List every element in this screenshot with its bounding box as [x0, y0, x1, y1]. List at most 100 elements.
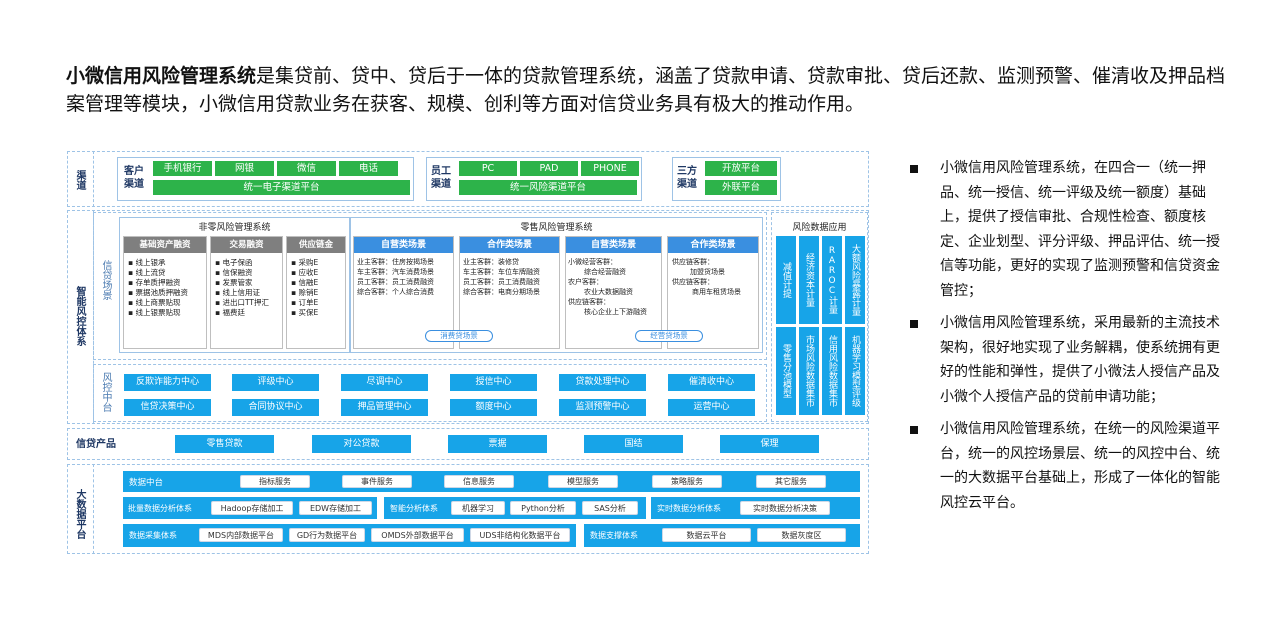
bigdata-label: 大数据平台 [74, 489, 85, 539]
list-item: 业主客群：装修贷 [463, 258, 519, 266]
data-app-item[interactable]: 机器学习模型评级 [845, 327, 865, 415]
bullet-square-icon [910, 165, 918, 173]
control-item[interactable]: 监测预警中心 [559, 399, 646, 416]
list-item: 综合经营融资 [584, 268, 626, 276]
data-service-item[interactable]: 信息服务 [444, 475, 514, 488]
channel-mobile-bank[interactable]: 手机银行 [153, 161, 212, 176]
smart-analysis-item[interactable]: SAS分析 [582, 501, 638, 515]
product-item[interactable]: 票据 [448, 435, 547, 453]
business-loan-tag: 经营贷场景 [635, 330, 703, 342]
divider [93, 151, 94, 207]
control-area [93, 364, 767, 422]
channel-wechat[interactable]: 微信 [277, 161, 336, 176]
list-item: 农户客群： [568, 278, 603, 286]
list-item: ▪ 发票管家 [215, 278, 253, 287]
headline-rest: 是集贷前、贷中、贷后于一体的贷款管理系统，涵盖了贷款申请、贷款审批、贷后还款、监… [66, 65, 1226, 115]
data-app-title: 风险数据应用 [792, 223, 847, 233]
list-item: ▪ 线上银承 [128, 258, 166, 267]
smart-analysis-item[interactable]: 机器学习 [451, 501, 505, 515]
list-item: 综合客群：电商分期场景 [463, 288, 540, 296]
control-item[interactable]: 催清收中心 [668, 374, 755, 391]
data-app-item[interactable]: 大额风险暴露计量 [845, 236, 865, 324]
retail-col-items: 业主客群：住房按揭场景 车主客群：汽车消费场景 员工客群：员工消费融资 综合客群… [357, 257, 455, 297]
list-item: 加盟货场景 [690, 268, 725, 276]
nonretail-title: 非零风险管理系统 [198, 223, 271, 233]
control-item[interactable]: 信贷决策中心 [124, 399, 211, 416]
batch-analysis-item[interactable]: EDW存储加工 [299, 501, 372, 515]
product-item[interactable]: 保理 [720, 435, 819, 453]
bullet-square-icon [910, 426, 918, 434]
list-item: ▪ 票据池质押融资 [128, 288, 188, 297]
list-item: ▪ 线上流贷 [128, 268, 166, 277]
data-support-item[interactable]: 数据灰度区 [757, 528, 846, 542]
list-item: 小微经营客群： [568, 258, 617, 266]
nonretail-col-items: ▪ 采购E ▪ 应收E ▪ 信融E ▪ 赊销E ▪ 订单E ▪ 买保E [291, 258, 346, 318]
data-service-item[interactable]: 策略服务 [652, 475, 722, 488]
data-service-item[interactable]: 指标服务 [240, 475, 310, 488]
data-collection-item[interactable]: UDS非结构化数据平台 [470, 528, 570, 542]
control-item[interactable]: 合同协议中心 [232, 399, 319, 416]
smart-analysis-item[interactable]: Python分析 [510, 501, 576, 515]
batch-analysis-item[interactable]: Hadoop存储加工 [211, 501, 293, 515]
nonretail-col-title: 基础资产融资 [124, 237, 206, 253]
data-service-item[interactable]: 事件服务 [342, 475, 412, 488]
list-item: 核心企业上下游融资 [584, 308, 647, 316]
list-item: 业主客群：住房按揭场景 [357, 258, 434, 266]
control-item[interactable]: 授信中心 [450, 374, 537, 391]
retail-col-items: 小微经营客群： 综合经营融资 农户客群： 农业大数据融资 供应链客群： 核心企业… [568, 257, 662, 317]
data-app-item[interactable]: 经济资本计量 [799, 236, 819, 324]
data-app-item[interactable]: RAROC计量 [822, 236, 842, 324]
channel-web-bank[interactable]: 网银 [215, 161, 274, 176]
nonretail-col-title: 交易融资 [211, 237, 282, 253]
scenarios-area [93, 212, 767, 360]
data-support-item[interactable]: 数据云平台 [662, 528, 751, 542]
data-service-item[interactable]: 模型服务 [548, 475, 618, 488]
channel-phone[interactable]: 电话 [339, 161, 398, 176]
list-item: ▪ 存单质押融资 [128, 278, 181, 287]
list-item: ▪ 福费廷 [215, 308, 245, 317]
external-platform[interactable]: 外联平台 [705, 180, 777, 195]
list-item: ▪ 买保E [291, 308, 319, 317]
list-item: ▪ 应收E [291, 268, 319, 277]
realtime-analysis-item[interactable]: 实时数据分析决策 [740, 501, 830, 515]
product-item[interactable]: 对公贷款 [312, 435, 411, 453]
data-app-item[interactable]: 零售分池模型 [776, 327, 796, 415]
control-item[interactable]: 运营中心 [668, 399, 755, 416]
data-app-item[interactable]: 信用风险数据集市 [822, 327, 842, 415]
channel-pad[interactable]: PAD [520, 161, 578, 176]
unified-risk-channel-bar[interactable]: 统一风险渠道平台 [459, 180, 637, 195]
data-middle-label: 数据中台 [129, 478, 164, 488]
list-item: ▪ 订单E [291, 298, 319, 307]
channels-label: 渠道 [74, 170, 85, 190]
data-collection-item[interactable]: OMDS外部数据平台 [371, 528, 464, 542]
retail-col-items: 业主客群：装修贷 车主客群：车位车牌融资 员工客群：员工消费融资 综合客群：电商… [463, 257, 561, 297]
control-item[interactable]: 评级中心 [232, 374, 319, 391]
data-app-item[interactable]: 减值计提 [776, 236, 796, 324]
control-item[interactable]: 贷款处理中心 [559, 374, 646, 391]
product-item[interactable]: 零售贷款 [175, 435, 274, 453]
retail-col [459, 236, 560, 349]
channel-pc[interactable]: PC [459, 161, 517, 176]
control-item[interactable]: 押品管理中心 [341, 399, 428, 416]
control-item[interactable]: 尽调中心 [341, 374, 428, 391]
retail-title: 零售风险管理系统 [520, 223, 593, 233]
list-item: ▪ 信融E [291, 278, 319, 287]
data-collection-item[interactable]: MDS内部数据平台 [199, 528, 283, 542]
retail-col [667, 236, 759, 349]
list-item: 车主客群：车位车牌融资 [463, 268, 540, 276]
data-collection-item[interactable]: GD行为数据平台 [289, 528, 365, 542]
list-item: ▪ 线上信用证 [215, 288, 260, 297]
unified-e-channel-bar[interactable]: 统一电子渠道平台 [153, 180, 410, 195]
channel-phone-staff[interactable]: PHONE [581, 161, 639, 176]
list-item: ▪ 采购E [291, 258, 319, 267]
control-item[interactable]: 额度中心 [450, 399, 537, 416]
open-platform[interactable]: 开放平台 [705, 161, 777, 176]
data-app-item[interactable]: 市场风险数据集市 [799, 327, 819, 415]
retail-col-title: 自营类场景 [354, 237, 453, 253]
product-item[interactable]: 国结 [584, 435, 683, 453]
control-item[interactable]: 反欺诈能力中心 [124, 374, 211, 391]
data-service-item[interactable]: 其它服务 [756, 475, 826, 488]
smart-analysis-label: 智能分析体系 [390, 504, 438, 513]
bullet-item: 小微信用风险管理系统，在四合一（统一押品、统一授信、统一评级及统一额度）基础上，… [908, 156, 1220, 303]
staff-channel-label: 员工渠道 [431, 166, 451, 190]
